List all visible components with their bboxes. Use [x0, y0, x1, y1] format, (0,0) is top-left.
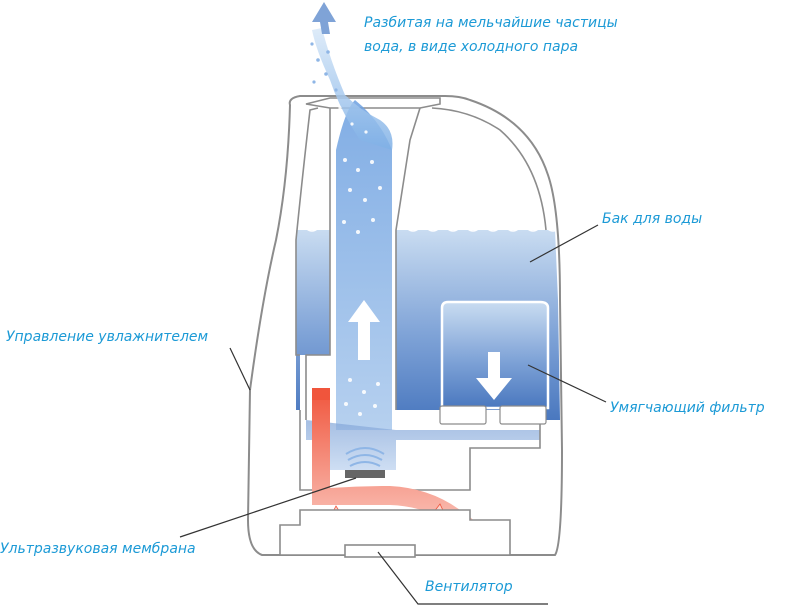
body-inner-wall	[295, 107, 319, 356]
fan-label: Вентилятор	[425, 579, 513, 595]
filter-label: Умягчающий фильтр	[610, 400, 765, 416]
vapor-particles	[338, 106, 382, 416]
air-duct-tip	[312, 388, 330, 400]
chimney-right-wall	[395, 107, 421, 410]
vapor-plume	[312, 28, 393, 150]
tank-right-inner	[431, 107, 547, 231]
chimney-left-wall	[305, 108, 331, 420]
lower-bowl	[306, 420, 540, 470]
membrane-label: Ультразвуковая мембрана	[0, 541, 196, 557]
tank-label: Бак для воды	[602, 211, 703, 227]
ultrasonic-membrane	[345, 447, 385, 478]
humidifier-body-outline	[246, 95, 564, 556]
tank-lid	[305, 97, 441, 109]
vapor-label-line2: вода, в виде холодного пара	[364, 39, 579, 55]
filter-teeth	[439, 405, 547, 425]
filter-down-arrow	[476, 352, 512, 400]
water-surface-wave	[296, 226, 559, 232]
vapor-exit-arrow	[312, 2, 336, 34]
air-duct	[312, 388, 486, 548]
fan-housing	[344, 544, 416, 558]
vapor-label-line1: Разбитая на мельчайшие частицы	[364, 15, 618, 31]
leader-lines	[179, 224, 607, 605]
control-label: Управление увлажнителем	[6, 329, 209, 345]
bowl-outline	[299, 410, 541, 491]
vapor-up-arrow	[348, 300, 380, 360]
plume-particles	[310, 42, 338, 92]
vapor-column	[336, 100, 392, 430]
